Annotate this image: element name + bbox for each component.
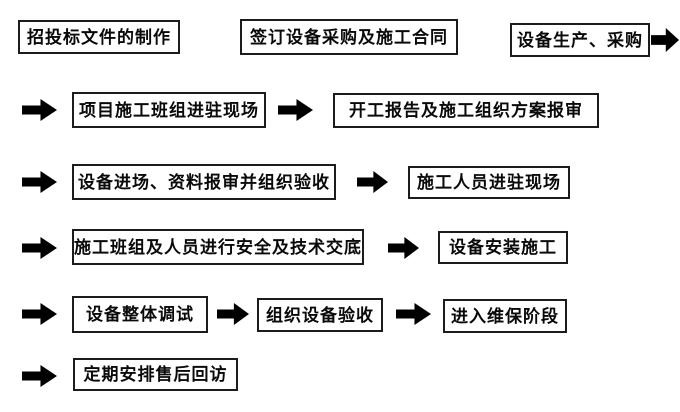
flow-arrow-icon: [22, 237, 57, 259]
step-5-box: 开工报告及施工组织方案报审: [333, 93, 599, 128]
step-4-box: 项目施工班组进驻现场: [72, 92, 266, 128]
flow-arrow-icon: [217, 303, 249, 325]
flow-arrow-icon: [396, 303, 431, 325]
step-3-box: 设备生产、采购: [510, 23, 650, 57]
step-7-box: 施工人员进驻现场: [408, 166, 570, 199]
step-6-box: 设备进场、资料报审并组织验收: [72, 164, 336, 200]
flow-arrow-icon: [388, 237, 419, 259]
step-11-box: 组织设备验收: [257, 298, 383, 332]
flow-arrow-icon: [278, 99, 313, 121]
flow-arrow-icon: [22, 99, 57, 121]
step-8-box: 施工班组及人员进行安全及技术交底: [72, 229, 364, 265]
step-10-box: 设备整体调试: [72, 296, 208, 333]
flow-arrow-icon: [22, 171, 57, 193]
flow-arrow-icon: [651, 28, 679, 52]
step-9-box: 设备安装施工: [438, 231, 568, 264]
step-1-box: 招投标文件的制作: [18, 20, 180, 54]
step-12-box: 进入维保阶段: [443, 299, 567, 333]
step-2-box: 签订设备采购及施工合同: [240, 19, 458, 55]
flow-arrow-icon: [22, 365, 57, 387]
step-13-box: 定期安排售后回访: [73, 358, 238, 391]
flow-arrow-icon: [22, 303, 57, 325]
flow-arrow-icon: [357, 171, 388, 193]
